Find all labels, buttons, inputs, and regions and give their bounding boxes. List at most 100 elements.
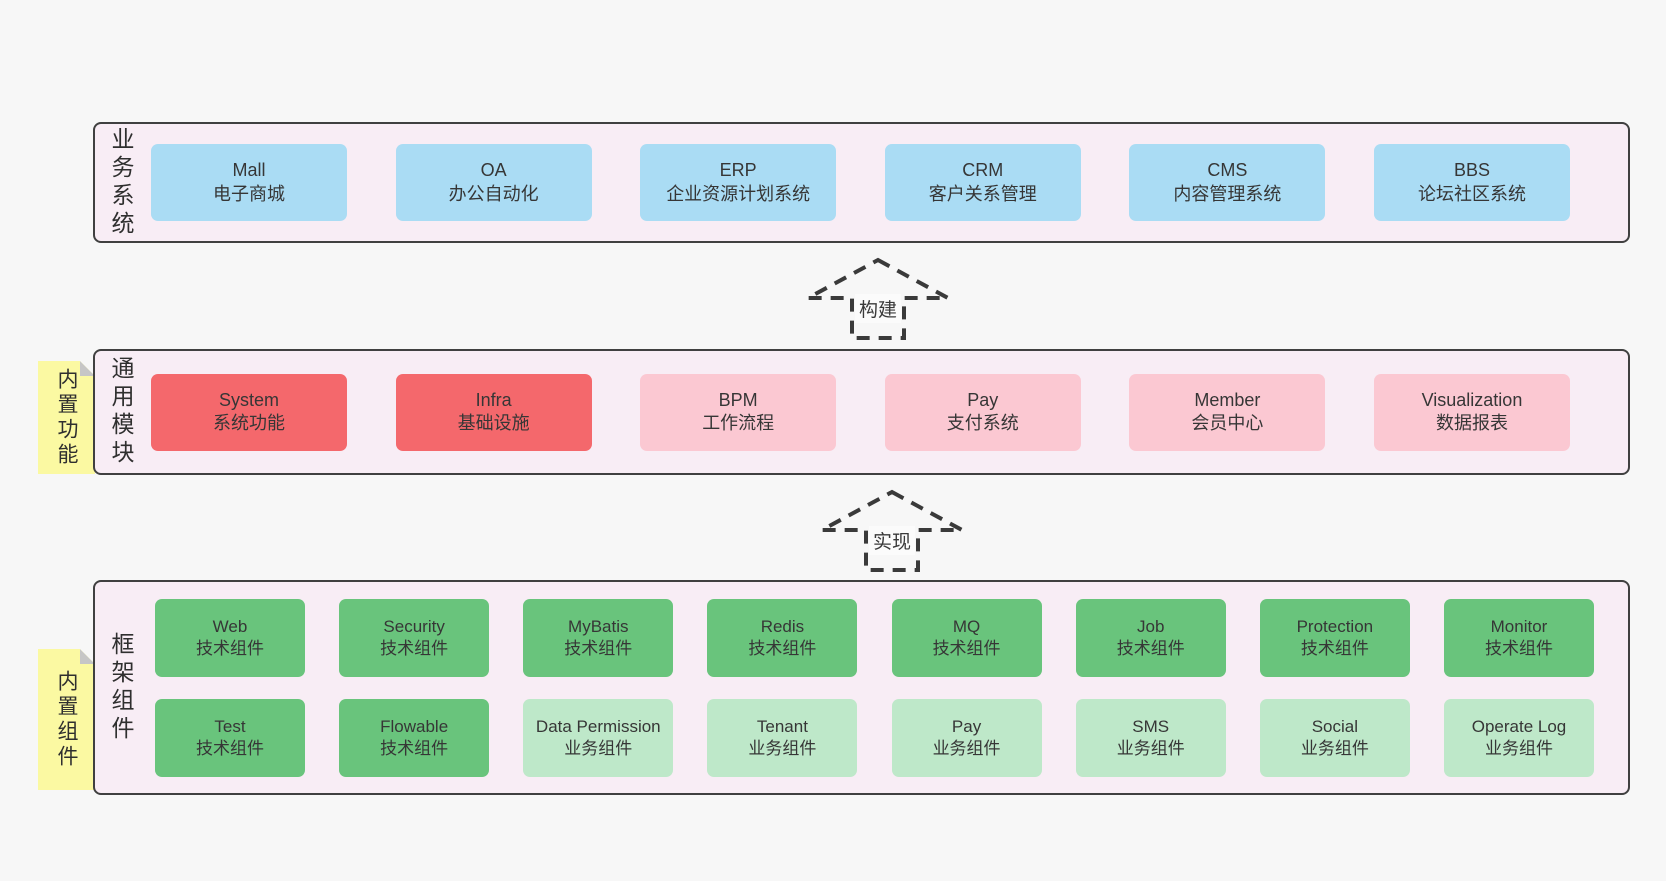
modules-box-row: System 系统功能 Infra 基础设施 BPM 工作流程 Pay 支付系统… bbox=[95, 351, 1628, 473]
box-operate-log: Operate Log 业务组件 bbox=[1443, 698, 1594, 777]
box-web: Web 技术组件 bbox=[155, 598, 305, 677]
box-infra: Infra 基础设施 bbox=[395, 373, 592, 451]
box-subtitle: 数据报表 bbox=[1435, 413, 1508, 433]
framework-row-2: Test 技术组件 Flowable 技术组件 Data Permission … bbox=[155, 698, 1594, 777]
box-system: System 系统功能 bbox=[151, 373, 347, 451]
box-subtitle: 客户关系管理 bbox=[928, 183, 1037, 204]
box-subtitle: 技术组件 bbox=[932, 638, 1001, 658]
box-security: Security 技术组件 bbox=[339, 598, 490, 677]
box-title: Flowable bbox=[380, 717, 449, 737]
box-bbs: BBS 论坛社区系统 bbox=[1373, 144, 1570, 221]
arrow-build-label: 构建 bbox=[854, 294, 902, 323]
box-subtitle: 企业资源计划系统 bbox=[666, 183, 811, 204]
box-sms: SMS 业务组件 bbox=[1075, 698, 1226, 777]
dashed-up-arrow-icon bbox=[807, 257, 949, 340]
box-subtitle: 论坛社区系统 bbox=[1417, 183, 1526, 204]
box-subtitle: 技术组件 bbox=[196, 638, 264, 658]
box-title: BPM bbox=[718, 389, 758, 410]
box-title: BBS bbox=[1453, 160, 1490, 181]
box-subtitle: 业务组件 bbox=[748, 738, 817, 758]
arrow-implement: 实现 bbox=[818, 488, 966, 574]
box-title: Operate Log bbox=[1471, 717, 1567, 737]
box-title: Visualization bbox=[1421, 389, 1523, 410]
section-framework-components: 框架组件 Web 技术组件 Security 技术组件 MyBatis 技术组件… bbox=[93, 580, 1630, 795]
box-title: Mall bbox=[232, 160, 266, 181]
box-subtitle: 支付系统 bbox=[946, 413, 1019, 433]
box-title: Security bbox=[383, 617, 445, 637]
box-title: MyBatis bbox=[568, 617, 629, 637]
business-box-row: Mall 电子商城 OA 办公自动化 ERP 企业资源计划系统 CRM 客户关系… bbox=[95, 124, 1628, 241]
arrow-implement-label: 实现 bbox=[868, 526, 916, 555]
box-title: Pay bbox=[951, 717, 982, 737]
sticky-note-builtin-components: 内置组件 bbox=[38, 649, 95, 790]
section-label-business: 业务系统 bbox=[108, 126, 134, 239]
dashed-up-arrow-icon bbox=[821, 489, 963, 572]
sticky-note-builtin-features: 内置功能 bbox=[38, 361, 95, 474]
box-subtitle: 技术组件 bbox=[380, 638, 449, 658]
box-pay-module: Pay 支付系统 bbox=[884, 373, 1081, 451]
box-subtitle: 业务组件 bbox=[1484, 738, 1553, 758]
box-protection: Protection 技术组件 bbox=[1259, 598, 1410, 677]
section-label-modules: 通用模块 bbox=[108, 356, 134, 468]
box-title: SMS bbox=[1132, 717, 1170, 737]
box-cms: CMS 内容管理系统 bbox=[1129, 144, 1326, 221]
box-oa: OA 办公自动化 bbox=[395, 144, 592, 221]
box-title: Member bbox=[1194, 389, 1261, 410]
box-title: CMS bbox=[1207, 160, 1248, 181]
box-title: Social bbox=[1311, 717, 1358, 737]
box-subtitle: 技术组件 bbox=[380, 738, 449, 758]
box-subtitle: 工作流程 bbox=[702, 413, 775, 433]
box-data-permission: Data Permission 业务组件 bbox=[523, 698, 674, 777]
box-flowable: Flowable 技术组件 bbox=[339, 698, 490, 777]
box-pay-component: Pay 业务组件 bbox=[891, 698, 1042, 777]
box-subtitle: 系统功能 bbox=[213, 413, 285, 433]
box-subtitle: 电子商城 bbox=[213, 183, 285, 204]
box-subtitle: 技术组件 bbox=[1116, 638, 1185, 658]
box-mybatis: MyBatis 技术组件 bbox=[523, 598, 674, 677]
box-title: CRM bbox=[962, 160, 1004, 181]
box-subtitle: 技术组件 bbox=[196, 738, 264, 758]
box-title: Data Permission bbox=[535, 717, 661, 737]
box-title: MQ bbox=[952, 617, 981, 637]
box-social: Social 业务组件 bbox=[1259, 698, 1410, 777]
box-title: Web bbox=[212, 617, 248, 637]
box-redis: Redis 技术组件 bbox=[707, 598, 858, 677]
box-title: Monitor bbox=[1490, 617, 1548, 637]
box-member: Member 会员中心 bbox=[1129, 373, 1326, 451]
box-job: Job 技术组件 bbox=[1075, 598, 1226, 677]
box-subtitle: 业务组件 bbox=[564, 738, 633, 758]
section-label-framework: 框架组件 bbox=[108, 631, 134, 744]
framework-row-1: Web 技术组件 Security 技术组件 MyBatis 技术组件 Redi… bbox=[155, 598, 1594, 677]
box-bpm: BPM 工作流程 bbox=[640, 373, 837, 451]
box-mq: MQ 技术组件 bbox=[891, 598, 1042, 677]
box-subtitle: 内容管理系统 bbox=[1173, 183, 1282, 204]
sticky-text: 内置组件 bbox=[55, 669, 78, 770]
box-tenant: Tenant 业务组件 bbox=[707, 698, 858, 777]
box-title: Redis bbox=[760, 617, 805, 637]
box-visualization: Visualization 数据报表 bbox=[1373, 373, 1570, 451]
box-test: Test 技术组件 bbox=[155, 698, 305, 777]
box-subtitle: 会员中心 bbox=[1191, 413, 1264, 433]
box-title: System bbox=[218, 389, 279, 410]
box-subtitle: 基础设施 bbox=[457, 413, 530, 433]
box-title: Tenant bbox=[756, 717, 808, 737]
arrow-build: 构建 bbox=[804, 256, 952, 342]
box-mall: Mall 电子商城 bbox=[151, 144, 347, 221]
box-subtitle: 业务组件 bbox=[932, 738, 1001, 758]
section-common-modules: 通用模块 System 系统功能 Infra 基础设施 BPM 工作流程 Pay… bbox=[93, 349, 1630, 475]
box-title: Pay bbox=[967, 389, 999, 410]
box-subtitle: 技术组件 bbox=[1484, 638, 1553, 658]
box-subtitle: 办公自动化 bbox=[448, 183, 539, 204]
box-subtitle: 技术组件 bbox=[564, 638, 633, 658]
box-title: Test bbox=[214, 717, 246, 737]
box-title: OA bbox=[480, 160, 507, 181]
box-title: Protection bbox=[1296, 617, 1374, 637]
box-subtitle: 业务组件 bbox=[1116, 738, 1185, 758]
box-title: Infra bbox=[475, 389, 512, 410]
sticky-text: 内置功能 bbox=[55, 367, 78, 468]
box-title: Job bbox=[1136, 617, 1165, 637]
box-monitor: Monitor 技术组件 bbox=[1443, 598, 1594, 677]
box-subtitle: 业务组件 bbox=[1300, 738, 1369, 758]
box-title: ERP bbox=[719, 160, 757, 181]
